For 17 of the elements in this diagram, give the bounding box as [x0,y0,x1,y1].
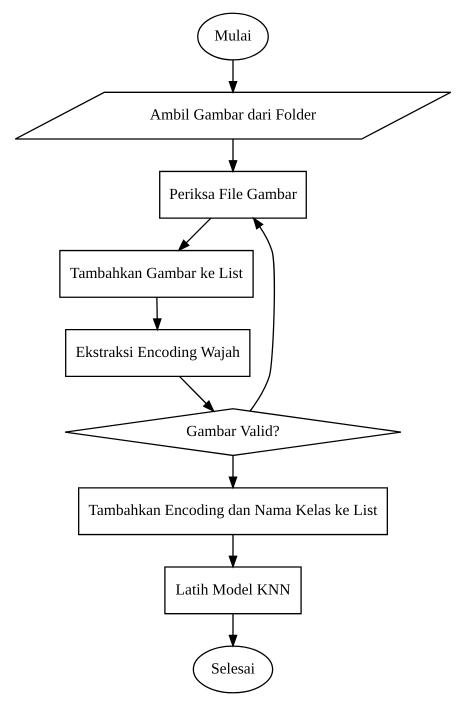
node-box: Ekstraksi Encoding Wajah [65,329,250,377]
node-box: Tambahkan Gambar ke List [59,250,254,298]
arrow [152,297,162,332]
arrow [179,376,215,412]
node-diamond: Gambar Valid? [64,408,402,456]
arrow [250,216,275,412]
node-box: Tambahkan Encoding dan Nama Kelas ke List [78,487,388,536]
node-box: Latih Model KNN [164,566,302,614]
arrow [228,456,238,490]
arrow [228,60,238,94]
arrow [177,218,212,252]
arrow [228,139,238,174]
arrow [228,614,238,648]
node-box: Periksa File Gambar [159,170,307,219]
arrow [228,534,238,569]
node-ellipse: Mulai [197,12,269,61]
node-ellipse: Selesai [192,645,274,694]
